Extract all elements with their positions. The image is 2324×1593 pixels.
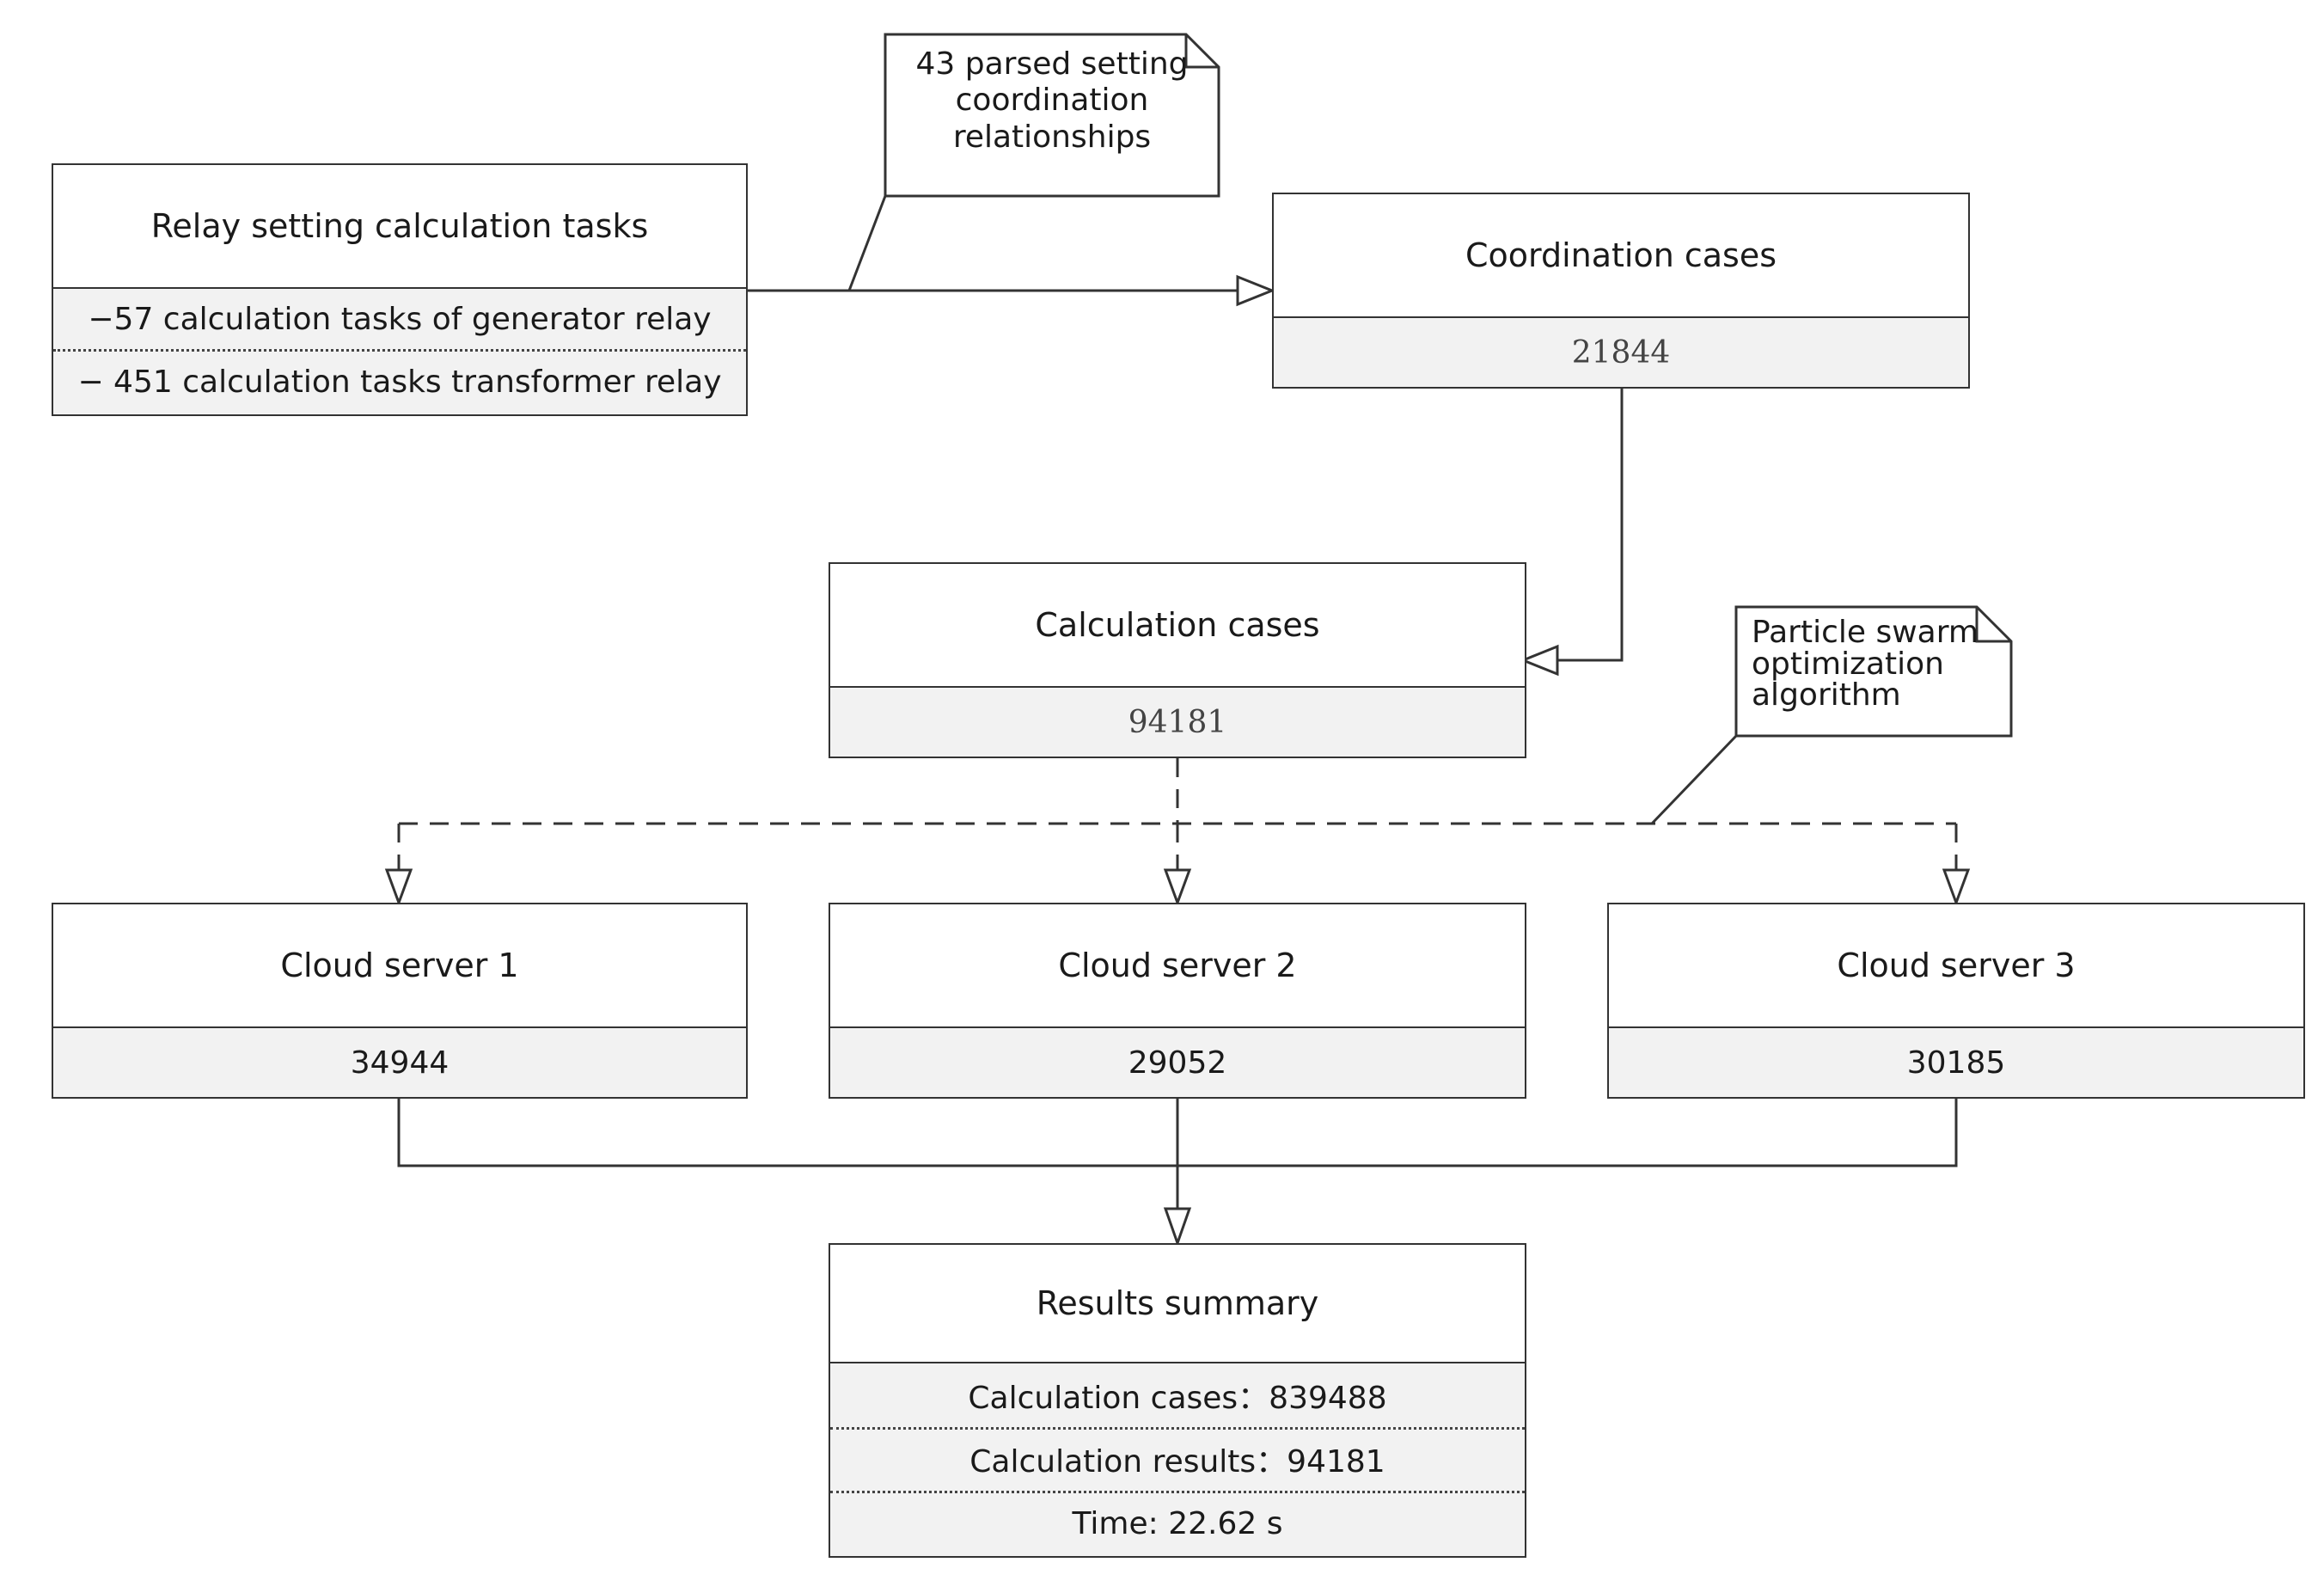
arrowhead-server-2 — [1163, 868, 1192, 907]
note-line: algorithm — [1752, 677, 1901, 714]
node-cloud-server-3-value: 30185 — [1906, 1045, 2006, 1081]
node-cloud-server-2-title: Cloud server 2 — [830, 904, 1525, 1028]
note-line: coordination — [955, 83, 1149, 119]
note-line: 43 parsed setting — [915, 46, 1189, 82]
node-coordination-cases: Coordination cases 21844 — [1272, 193, 1970, 389]
node-cloud-server-3: Cloud server 3 30185 — [1607, 903, 2305, 1099]
node-calculation-cases-value: 94181 — [1128, 704, 1227, 740]
note-leader-parsed — [847, 195, 887, 291]
arrowhead-coordination — [1236, 274, 1276, 307]
node-cloud-server-3-title: Cloud server 3 — [1609, 904, 2303, 1028]
edge-coordination-to-calculation — [1557, 389, 1624, 662]
relay-task-item: − 451 calculation tasks transformer rela… — [77, 364, 722, 400]
node-calculation-cases: Calculation cases 94181 — [829, 562, 1526, 758]
results-summary-item: Calculation results：94181 — [830, 1427, 1525, 1493]
note-line: Particle swarm — [1752, 615, 1978, 650]
arrowhead-summary — [1163, 1207, 1192, 1247]
note-parsed-relationships: 43 parsed setting coordination relations… — [885, 34, 1219, 196]
node-calculation-cases-title: Calculation cases — [830, 564, 1525, 688]
edge-distribution-dashed — [397, 758, 1958, 870]
node-coordination-cases-body: 21844 — [1274, 318, 1968, 387]
node-cloud-server-1-title: Cloud server 1 — [53, 904, 746, 1028]
note-shape-parsed — [884, 33, 1220, 198]
node-relay-tasks: Relay setting calculation tasks −57 calc… — [52, 163, 748, 416]
node-cloud-server-2-body: 29052 — [830, 1028, 1525, 1097]
node-cloud-server-2-value: 29052 — [1128, 1045, 1227, 1081]
note-pso: Particle swarm optimization algorithm — [1736, 607, 2011, 736]
node-results-summary: Results summary Calculation cases：839488… — [829, 1243, 1526, 1558]
node-cloud-server-3-body: 30185 — [1609, 1028, 2303, 1097]
node-relay-tasks-title: Relay setting calculation tasks — [53, 165, 746, 289]
node-cloud-server-1-value: 34944 — [350, 1045, 450, 1081]
arrowhead-calculation — [1519, 644, 1559, 677]
node-cloud-server-2: Cloud server 2 29052 — [829, 903, 1526, 1099]
node-results-summary-title: Results summary — [830, 1245, 1525, 1363]
arrowhead-server-3 — [1942, 868, 1971, 907]
node-coordination-cases-title: Coordination cases — [1274, 194, 1968, 318]
node-calculation-cases-body: 94181 — [830, 688, 1525, 757]
results-summary-item: Time: 22.62 s — [1072, 1505, 1283, 1541]
node-cloud-server-1-body: 34944 — [53, 1028, 746, 1097]
node-coordination-cases-value: 21844 — [1571, 334, 1671, 371]
node-relay-tasks-body: −57 calculation tasks of generator relay… — [53, 289, 746, 414]
note-line: relationships — [952, 119, 1152, 155]
arrowhead-server-1 — [384, 868, 413, 907]
relay-task-item: −57 calculation tasks of generator relay — [53, 289, 746, 352]
note-shape-pso — [1734, 605, 2013, 738]
note-leader-pso — [1650, 734, 1738, 825]
results-summary-item: Calculation cases：839488 — [830, 1363, 1525, 1430]
node-cloud-server-1: Cloud server 1 34944 — [52, 903, 748, 1099]
node-results-summary-body: Calculation cases：839488 Calculation res… — [830, 1363, 1525, 1556]
note-line: optimization — [1752, 646, 1944, 682]
